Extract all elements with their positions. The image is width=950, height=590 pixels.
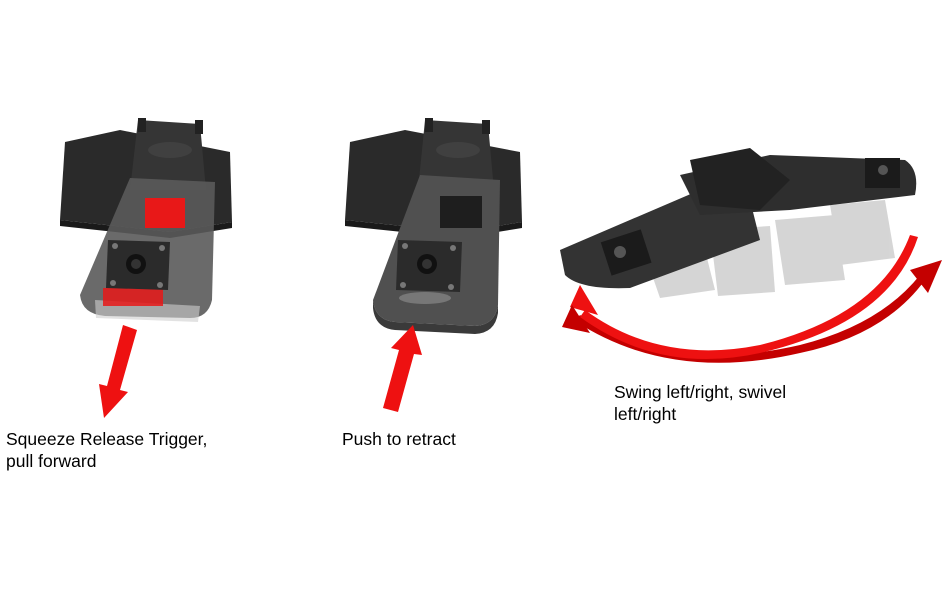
step-release-caption: Squeeze Release Trigger, pull forward xyxy=(6,428,207,472)
device-illustration-retract xyxy=(345,118,522,334)
step-retract-panel: Push to retract xyxy=(300,0,550,590)
caption-line-2: left/right xyxy=(614,404,677,424)
caption-line-1: Squeeze Release Trigger, xyxy=(6,429,208,449)
caption-line-1: Swing left/right, swivel xyxy=(614,382,787,402)
step-swing-panel: Swing left/right, swivel left/right xyxy=(550,0,950,590)
device-illustration-release xyxy=(60,118,232,322)
caption-line-1: Push to retract xyxy=(342,429,456,449)
arrow-down-left-icon xyxy=(99,325,137,418)
step-release-panel: Squeeze Release Trigger, pull forward xyxy=(0,0,300,590)
step-retract-caption: Push to retract xyxy=(342,428,456,450)
step-swing-caption: Swing left/right, swivel left/right xyxy=(614,381,786,425)
curved-swing-arrow-icon xyxy=(562,235,942,363)
device-illustration-swing xyxy=(560,148,917,298)
caption-line-2: pull forward xyxy=(6,451,97,471)
arrow-up-icon xyxy=(383,325,422,412)
